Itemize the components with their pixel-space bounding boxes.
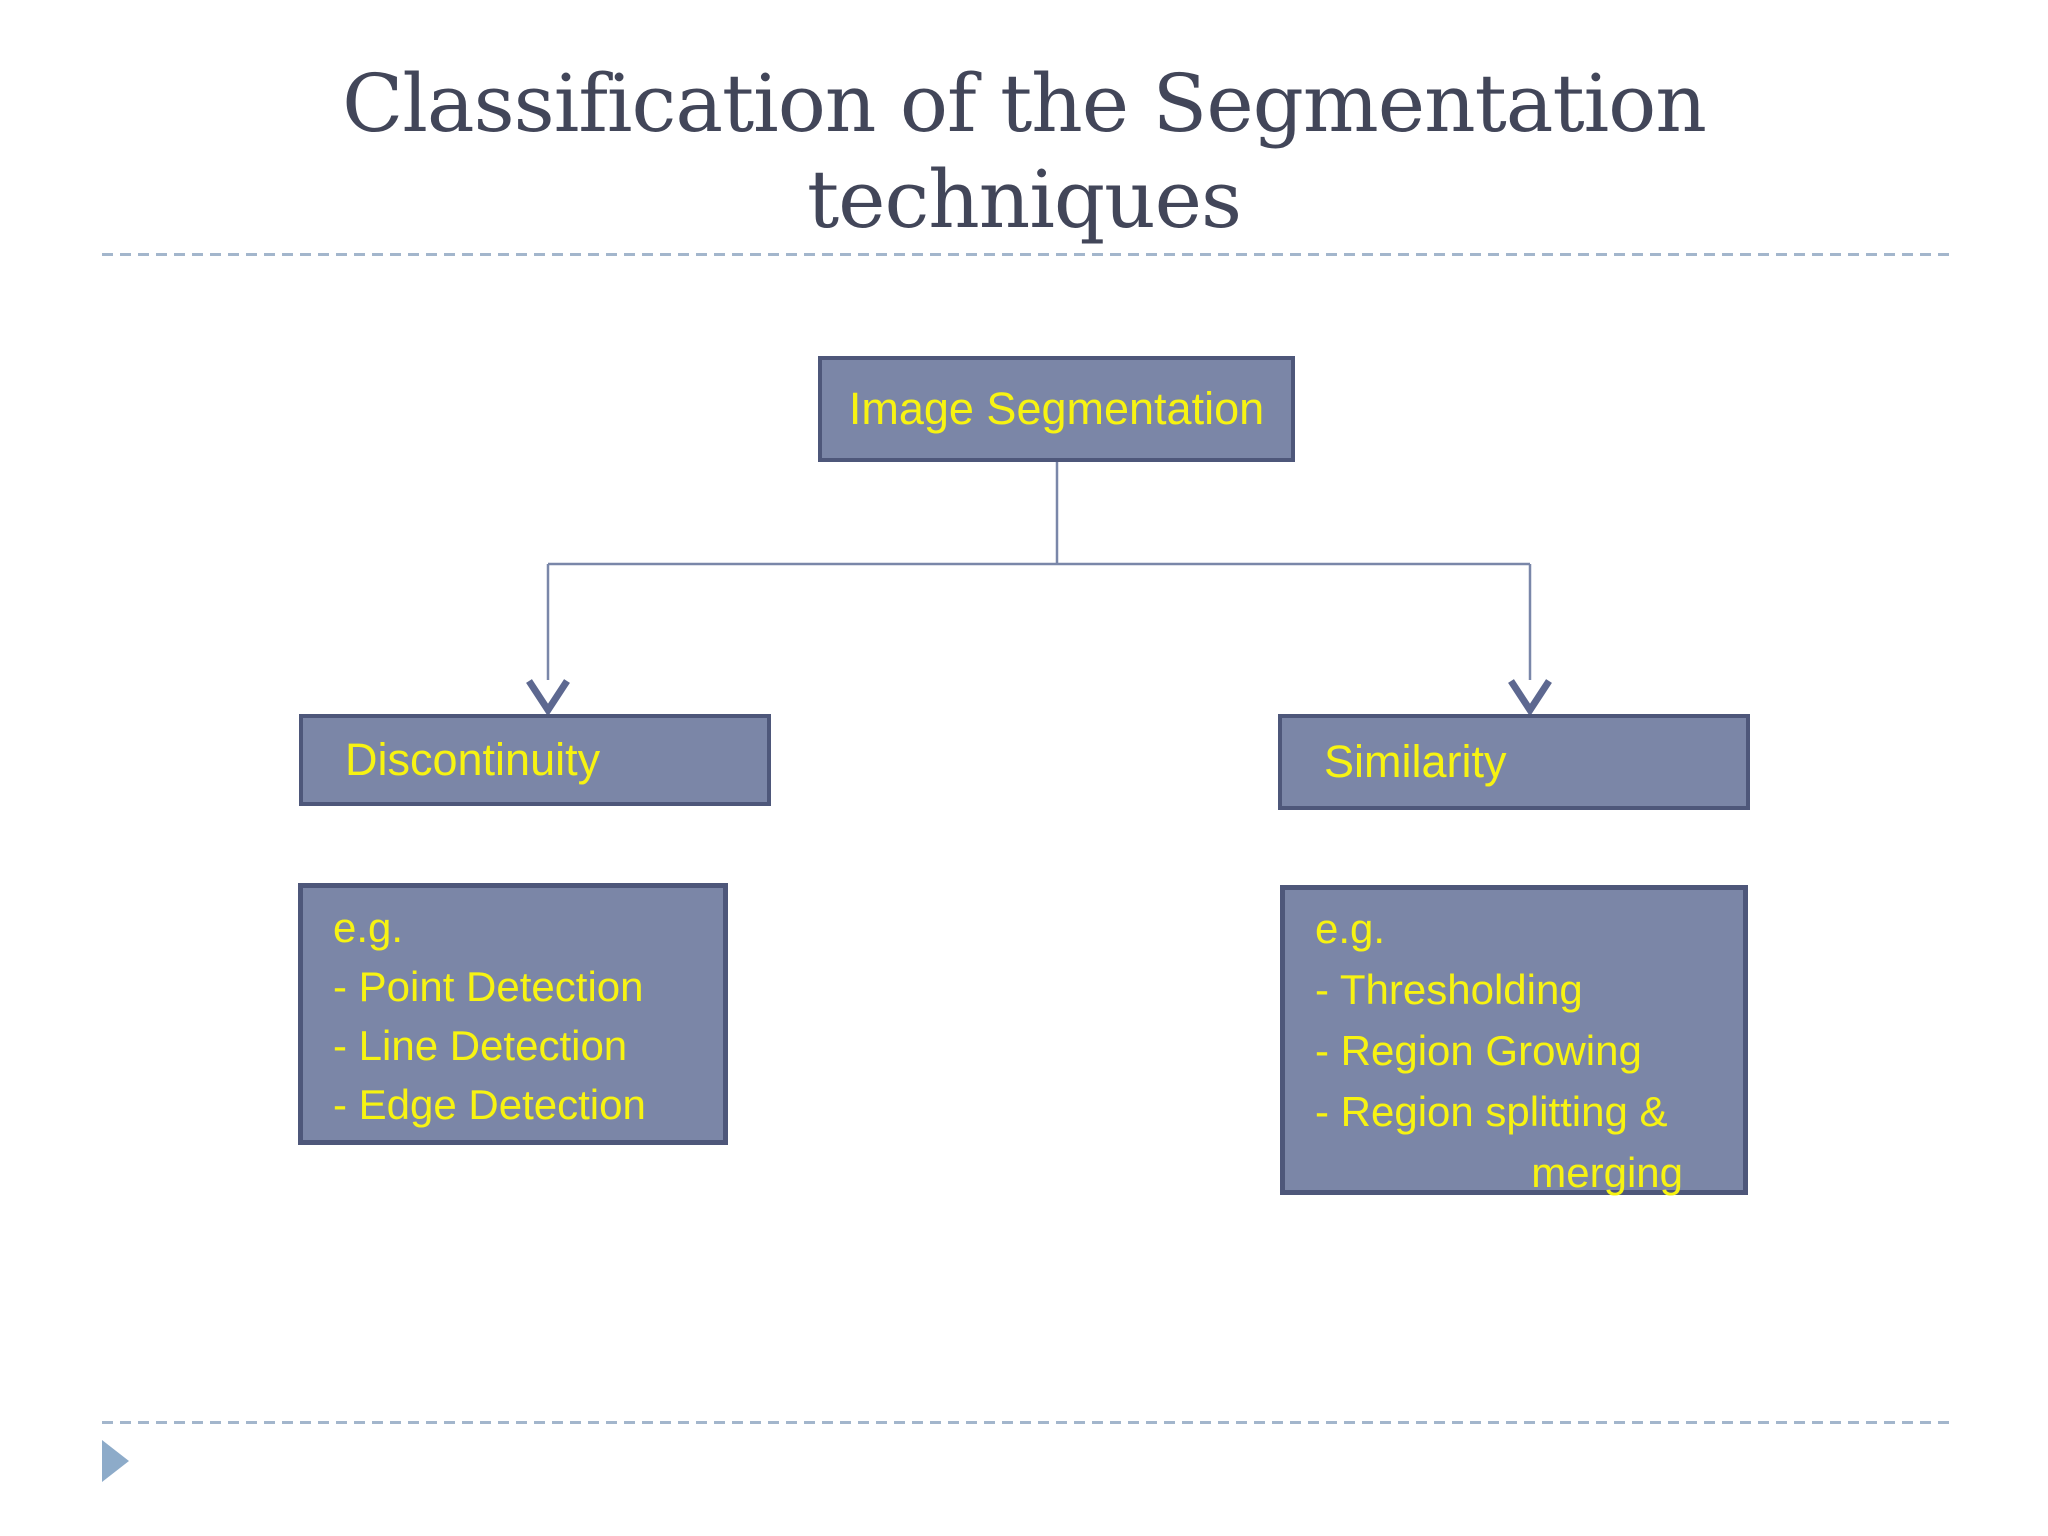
example-line: - Edge Detection [333,1081,646,1128]
slide-title-line-1: Classification of the Segmentation [342,57,1707,150]
footer-triangle-icon [102,1440,129,1482]
example-line: - Point Detection [333,963,644,1010]
node-discontinuity: Discontinuity [299,714,771,806]
example-line: merging [1531,1149,1683,1196]
example-line: - Region Growing [1315,1027,1642,1074]
example-line: - Region splitting & [1315,1088,1668,1135]
example-line: - Line Detection [333,1022,628,1069]
examples-box-discontinuity: e.g. - Point Detection - Line Detection … [298,883,728,1145]
node-image-segmentation: Image Segmentation [818,356,1295,462]
example-line: - Thresholding [1315,966,1583,1013]
top-dashed-divider [102,253,1950,256]
tree-connector-path [546,460,1532,680]
left-arrowhead-icon [526,679,570,717]
example-line: e.g. [333,904,404,951]
examples-box-similarity: e.g. - Thresholding - Region Growing - R… [1280,885,1748,1196]
example-line: e.g. [1315,905,1386,952]
node-image-segmentation-label: Image Segmentation [848,383,1265,434]
node-similarity: Similarity [1278,714,1750,810]
bottom-dashed-divider [102,1421,1950,1424]
node-discontinuity-label: Discontinuity [345,734,601,785]
node-similarity-label: Similarity [1324,736,1507,787]
slide-title-line-2: techniques [806,153,1242,246]
right-arrowhead-icon [1508,679,1552,717]
slide-title: Classification of the Segmentation techn… [0,56,2048,248]
